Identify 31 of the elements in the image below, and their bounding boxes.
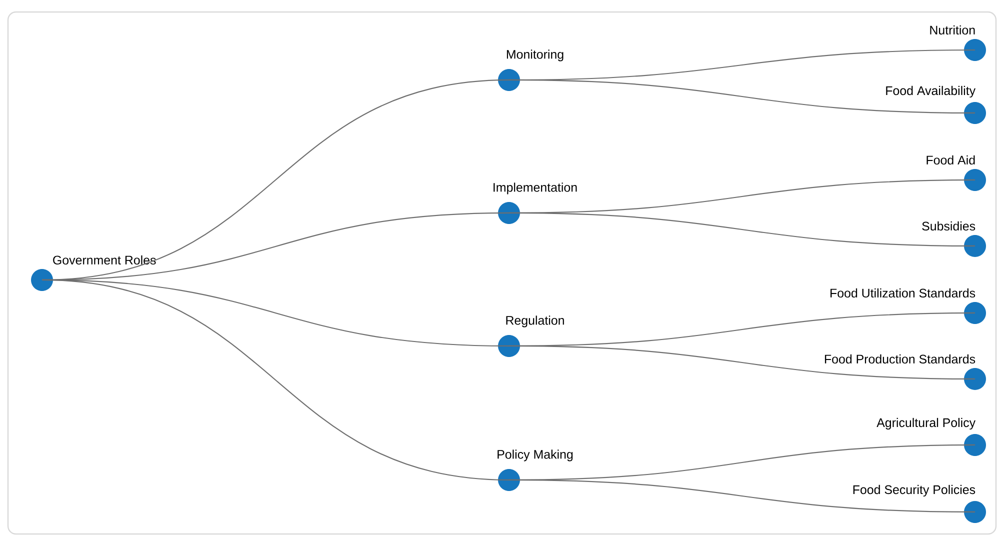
- node-label: Monitoring: [506, 50, 564, 62]
- tree-node: Policy Making: [498, 450, 573, 491]
- node-label: Food Security Policies: [853, 484, 976, 497]
- node-label: Food Utilization Standards: [830, 288, 976, 298]
- tree-node: Food Production Standards: [824, 354, 986, 390]
- connector: [509, 79, 975, 114]
- connector: [509, 212, 975, 247]
- node-label: Implementation: [494, 182, 577, 194]
- tree-node: Government Roles: [31, 255, 156, 291]
- tree-node: Implementation: [494, 182, 577, 224]
- tree-node: Food Utilization Standards: [830, 288, 986, 324]
- node-label: Nutrition: [930, 25, 975, 35]
- tree-node: Nutrition: [930, 25, 986, 61]
- tree-node: Food Security Policies: [853, 484, 986, 523]
- connector: [509, 345, 975, 380]
- tree-node: Food Aid: [926, 155, 986, 191]
- node-label: Subsidies: [922, 221, 976, 231]
- node-label: Government Roles: [53, 255, 156, 265]
- tree-node: Regulation: [498, 316, 564, 357]
- connector: [509, 479, 975, 513]
- tree-node: Agricultural Policy: [876, 418, 986, 456]
- node-label: Food Aid: [926, 155, 975, 165]
- node-label: Agricultural Policy: [876, 418, 976, 430]
- node-label: Food Availability: [886, 86, 976, 98]
- node-label: Regulation: [506, 316, 564, 328]
- connector: [42, 279, 510, 481]
- tree-node: Monitoring: [498, 50, 564, 91]
- node-label: Policy Making: [498, 450, 573, 462]
- node-label: Food Production Standards: [824, 354, 976, 364]
- tree-node: Food Availability: [886, 86, 986, 124]
- tree-node: Subsidies: [922, 221, 986, 257]
